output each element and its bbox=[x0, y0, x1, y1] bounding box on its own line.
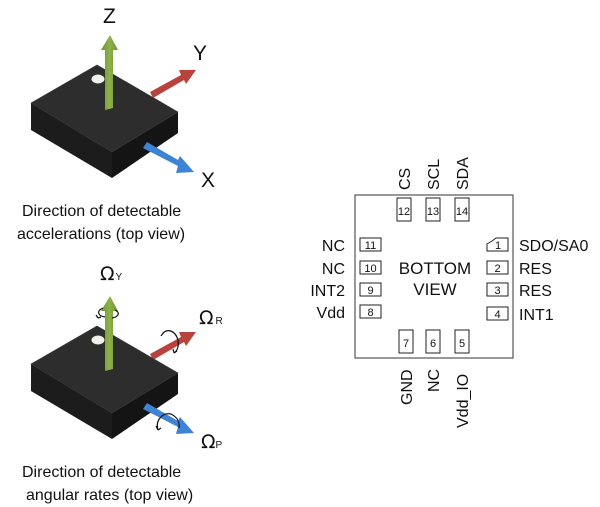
y-axis-label: Y bbox=[193, 42, 207, 65]
pin-13: 13 SCL bbox=[425, 159, 443, 222]
pinout-diagram: BOTTOM VIEW 12 CS 13 SCL 14 SDA bbox=[310, 157, 588, 428]
pin-name-vdd-io: Vdd_IO bbox=[455, 374, 472, 428]
pin-4: 4 INT1 bbox=[486, 306, 554, 324]
svg-text:1: 1 bbox=[495, 240, 501, 252]
accel-diagram: Z Y X Direction of detectable accelerati… bbox=[17, 5, 215, 243]
package-outline bbox=[354, 194, 514, 359]
pin-name-res: RES bbox=[519, 261, 552, 278]
z-axis-arrow bbox=[101, 35, 118, 110]
pin-12: 12 CS bbox=[396, 168, 414, 222]
pin-6: 6 NC bbox=[425, 329, 443, 392]
svg-text:6: 6 bbox=[430, 338, 436, 350]
pin-name-cs: CS bbox=[397, 168, 414, 190]
roll-rotation-arrowhead bbox=[172, 348, 178, 354]
yaw-rate-label: ΩY bbox=[100, 263, 123, 285]
rotation-curl-icons bbox=[95, 307, 180, 431]
yaw-axis-arrow bbox=[101, 296, 118, 371]
pin-name-res: RES bbox=[519, 283, 552, 300]
pin-7: 7 GND bbox=[398, 329, 416, 405]
svg-text:5: 5 bbox=[459, 338, 465, 350]
top-pins: 12 CS 13 SCL 14 SDA bbox=[396, 157, 472, 222]
bottom-pins: 7 GND 6 NC 5 Vdd_IO bbox=[398, 329, 472, 428]
pitch-rotation-icon bbox=[156, 413, 180, 431]
pin-name-scl: SCL bbox=[426, 159, 443, 190]
svg-text:2: 2 bbox=[494, 263, 500, 275]
pin-2: 2 RES bbox=[486, 260, 552, 278]
svg-text:14: 14 bbox=[456, 206, 468, 218]
yaw-rotation-icon bbox=[98, 307, 119, 319]
svg-text:9: 9 bbox=[367, 285, 373, 297]
chip-body-gyro bbox=[30, 325, 179, 439]
pin-8: 8 Vdd bbox=[317, 304, 382, 322]
pin-name-int1: INT1 bbox=[519, 307, 554, 324]
pin-name-nc: NC bbox=[426, 369, 443, 392]
pin-name-vdd: Vdd bbox=[317, 305, 345, 322]
accel-caption-line1: Direction of detectable bbox=[22, 203, 181, 220]
bottom-view-label-line1: BOTTOM bbox=[399, 259, 471, 278]
pin-name-nc: NC bbox=[322, 238, 345, 255]
pitch-rate-label: ΩP bbox=[201, 431, 223, 453]
chip-body-accel bbox=[30, 64, 179, 178]
pin-name-sdo-sa0: SDO/SA0 bbox=[519, 238, 588, 255]
svg-text:13: 13 bbox=[427, 206, 439, 218]
pin-3: 3 RES bbox=[486, 282, 552, 300]
yaw-rotation-arrowhead bbox=[95, 314, 102, 319]
y-axis-arrow bbox=[150, 70, 196, 98]
bottom-view-label-line2: VIEW bbox=[413, 280, 456, 299]
pin-1: 1 SDO/SA0 bbox=[486, 237, 588, 255]
roll-axis-arrow bbox=[150, 332, 196, 360]
pin-9: 9 INT2 bbox=[310, 282, 382, 300]
gyro-caption-line2: angular rates (top view) bbox=[26, 487, 193, 504]
pitch-rotation-arrowhead bbox=[155, 425, 162, 431]
roll-rotation-icon bbox=[160, 330, 179, 354]
pin1-marker-dot bbox=[91, 74, 105, 84]
z-axis-label: Z bbox=[103, 5, 116, 28]
right-pins: 1 SDO/SA0 2 RES 3 RES 4 INT1 bbox=[486, 237, 588, 324]
svg-text:10: 10 bbox=[364, 263, 376, 275]
svg-text:3: 3 bbox=[494, 285, 500, 297]
pin-name-gnd: GND bbox=[399, 369, 416, 405]
pin-5: 5 Vdd_IO bbox=[454, 329, 472, 428]
svg-text:12: 12 bbox=[398, 206, 410, 218]
pin-name-int2: INT2 bbox=[310, 283, 345, 300]
pin-14: 14 SDA bbox=[454, 157, 472, 222]
x-axis-arrow bbox=[143, 142, 194, 173]
pin-11: 11 NC bbox=[322, 237, 382, 255]
accel-caption-line2: accelerations (top view) bbox=[17, 226, 185, 243]
pin-10: 10 NC bbox=[322, 260, 382, 278]
pin-name-nc: NC bbox=[322, 261, 345, 278]
svg-text:8: 8 bbox=[367, 307, 373, 319]
svg-text:11: 11 bbox=[365, 240, 376, 252]
svg-text:7: 7 bbox=[403, 338, 409, 350]
gyro-caption-line1: Direction of detectable bbox=[22, 464, 181, 481]
left-pins: 11 NC 10 NC 9 INT2 8 Vdd bbox=[310, 237, 382, 322]
svg-text:4: 4 bbox=[494, 309, 500, 321]
x-axis-label: X bbox=[201, 169, 215, 192]
pin1-marker-dot bbox=[91, 335, 105, 345]
pin-name-sda: SDA bbox=[455, 157, 472, 190]
pitch-axis-arrow bbox=[143, 403, 194, 434]
